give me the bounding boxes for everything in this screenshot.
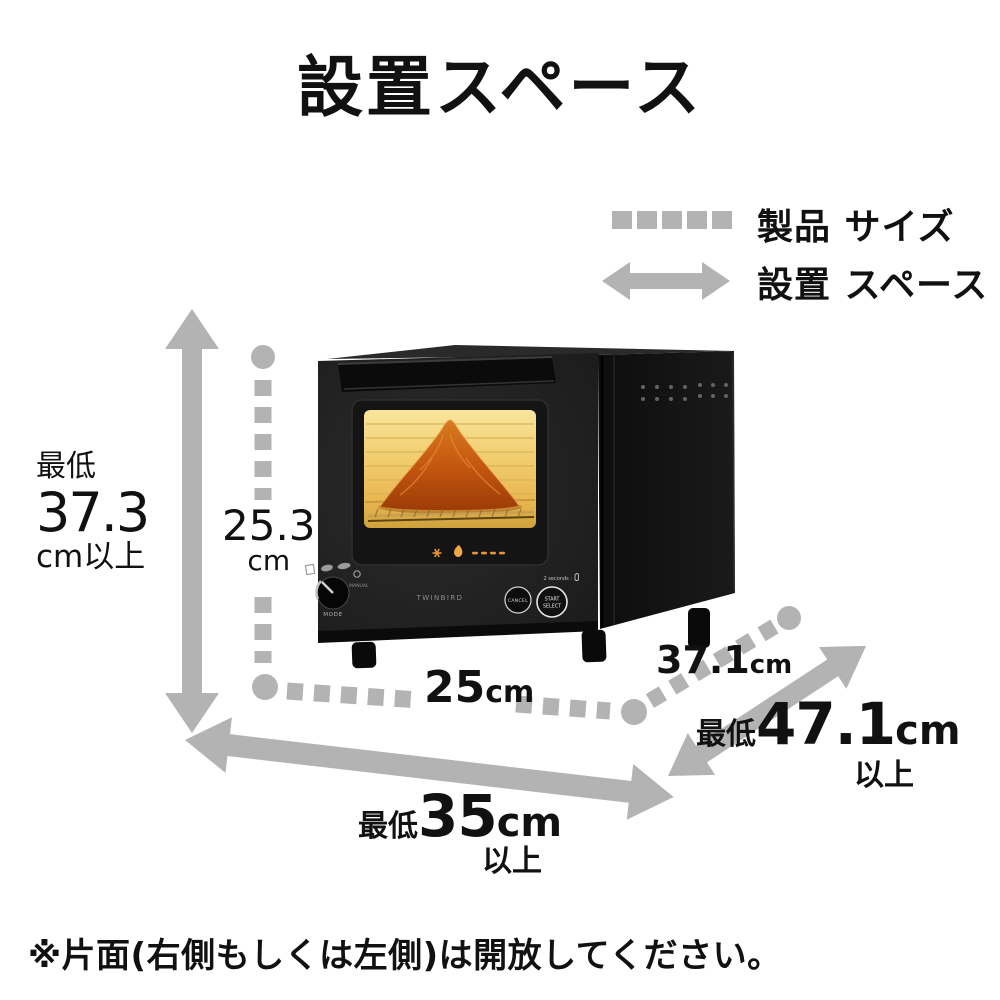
depth-space-dimension: 最低47.1cm xyxy=(696,690,961,758)
height-product-dimension: 25.3 cm xyxy=(222,501,316,577)
brand-logo: TWINBIRD xyxy=(416,594,464,602)
hold-hint-label: 2 seconds : xyxy=(544,576,573,582)
croissant xyxy=(378,419,522,514)
dim-prefix: 最低 xyxy=(696,717,756,752)
svg-text:CANCEL: CANCEL xyxy=(508,598,528,604)
level-dashes-icon xyxy=(472,551,505,555)
start-select-button[interactable]: START SELECT xyxy=(536,586,568,618)
footer-note: ※片面(右側もしくは左側)は開放してください。 xyxy=(28,936,782,976)
control-panel: MANUAL MODE TWINBIRD CANCEL START SELECT… xyxy=(304,562,579,618)
oven-back-right-leg xyxy=(688,608,710,648)
depth-product-dimension: 37.1cm xyxy=(656,638,792,682)
mode-icons xyxy=(304,562,361,578)
mode-dial[interactable] xyxy=(315,576,350,610)
dim-unit: cm xyxy=(496,800,563,846)
flame-icon xyxy=(454,545,463,557)
defrost-icon xyxy=(432,548,442,558)
width-product-dotted-line xyxy=(286,682,647,725)
toaster-oven-image: MANUAL MODE TWINBIRD CANCEL START SELECT… xyxy=(304,345,735,669)
mode-label: MODE xyxy=(323,612,342,618)
svg-text:SELECT: SELECT xyxy=(543,604,561,610)
display-indicators xyxy=(432,545,505,558)
oven-side-face xyxy=(598,351,735,629)
dim-prefix: 最低 xyxy=(358,809,418,844)
oven-rack xyxy=(367,508,535,522)
width-space-dimension: 最低35cm xyxy=(358,782,562,850)
page-title: 設置スペース xyxy=(296,49,704,126)
dim-value: 25 xyxy=(424,662,486,713)
legend-product-size-label: 製品 サイズ xyxy=(757,207,955,248)
dim-value: 37.1 xyxy=(656,638,750,682)
height-space-arrow xyxy=(165,309,219,733)
vent-holes xyxy=(641,383,728,401)
dim-value: 47.1 xyxy=(756,690,896,758)
oven-handle xyxy=(337,356,556,392)
manual-label: MANUAL xyxy=(349,583,369,589)
dim-value: 25.3 xyxy=(222,501,316,550)
dim-suffix: cm以上 xyxy=(36,538,146,575)
legend-install-space-arrow xyxy=(602,262,730,300)
depth-space-suffix: 以上 xyxy=(854,758,914,793)
dim-unit: cm xyxy=(749,650,793,680)
cancel-button[interactable]: CANCEL xyxy=(504,586,532,614)
touch-icon xyxy=(574,573,579,581)
width-space-suffix: 以上 xyxy=(482,844,542,879)
depth-product-dotted-line xyxy=(645,606,801,708)
oven-base xyxy=(318,621,598,643)
oven-front-left-leg xyxy=(351,641,377,669)
dim-unit: cm xyxy=(247,543,291,577)
dim-value: 37.3 xyxy=(36,480,150,544)
width-space-arrow xyxy=(185,717,674,820)
oven-window xyxy=(364,410,536,528)
height-space-dimension: 最低 37.3 cm以上 xyxy=(36,449,150,575)
dim-unit: cm xyxy=(895,708,961,754)
dim-prefix: 最低 xyxy=(36,449,96,484)
oven-front-right-leg xyxy=(581,629,607,663)
width-product-dimension: 25cm xyxy=(424,662,534,713)
height-product-dotted-line xyxy=(251,345,278,700)
oven-top-face xyxy=(327,345,734,359)
depth-space-arrow xyxy=(668,645,867,776)
legend-install-space-label: 設置 スペース xyxy=(757,265,989,306)
svg-text:START: START xyxy=(545,597,560,603)
dim-unit: cm xyxy=(485,675,535,710)
dim-value: 35 xyxy=(418,782,498,850)
